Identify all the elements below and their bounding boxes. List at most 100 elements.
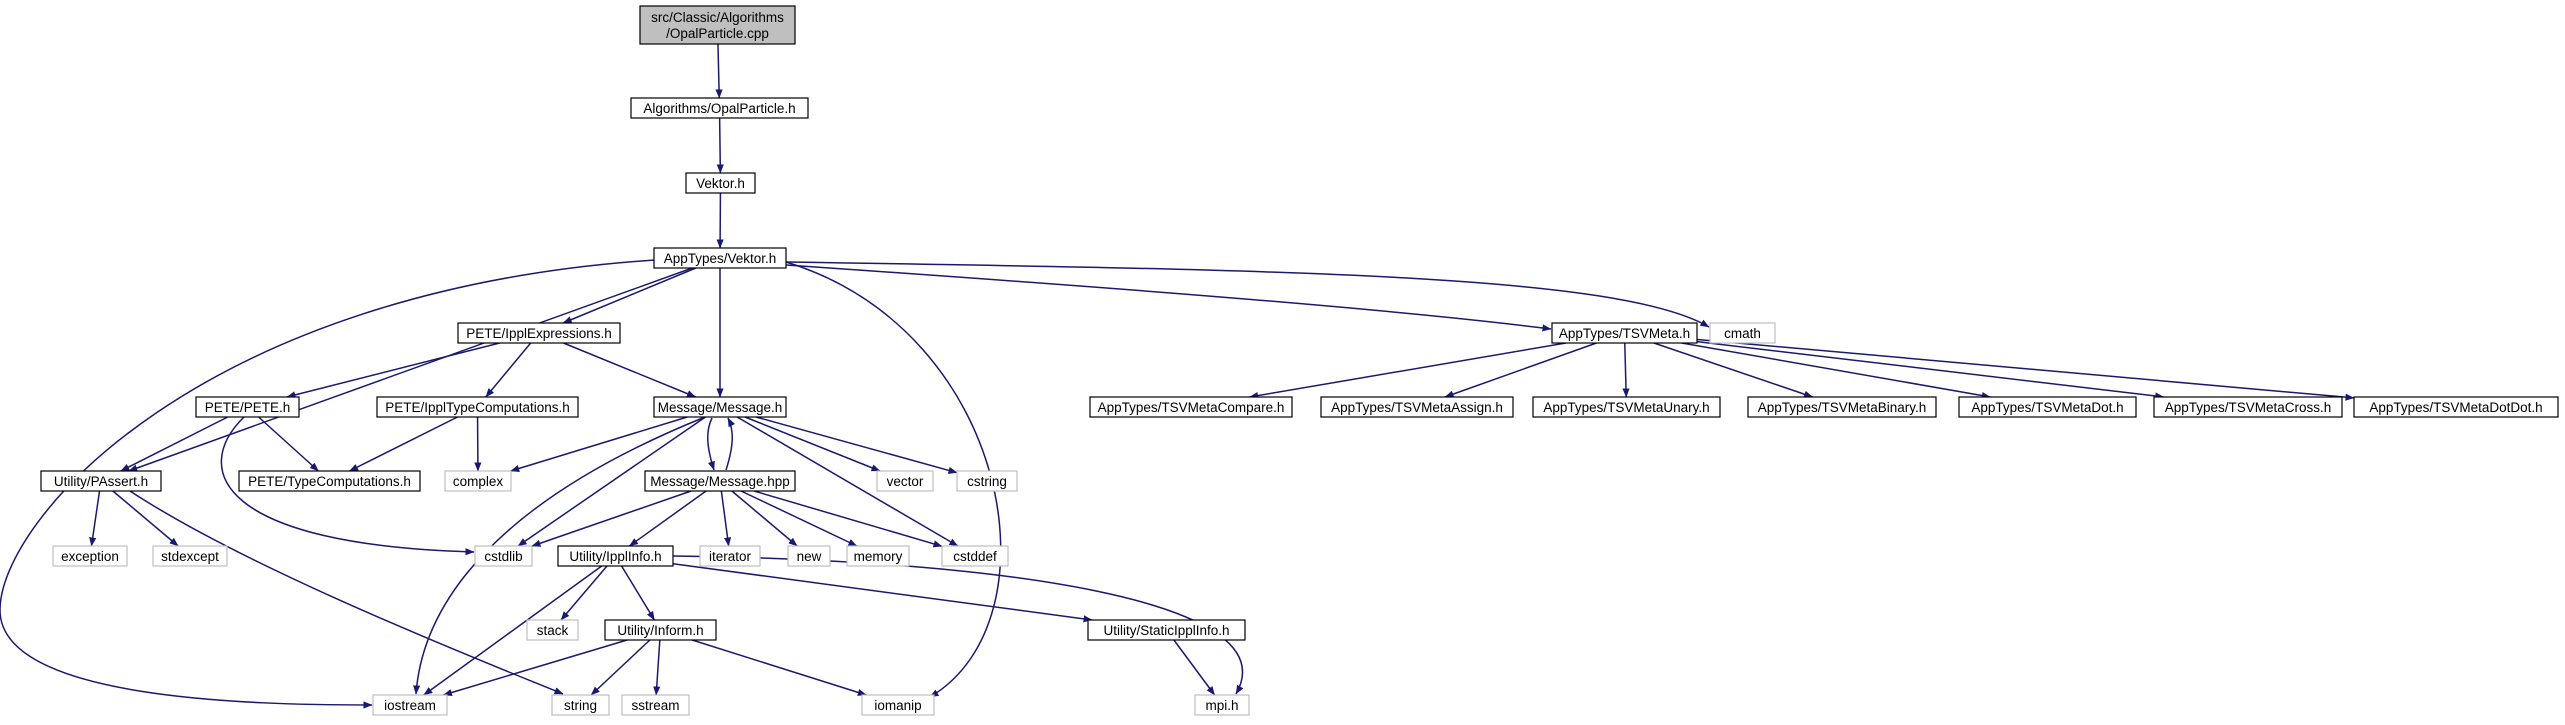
node-box [2153, 396, 2343, 418]
edge-utility-ipplinfo-h-to-utility-staticipplinfo-h [672, 562, 1093, 623]
edge-utility-passert-h-to-stdexcept [112, 490, 179, 547]
node-label: AppTypes/TSVMetaDot.h [1971, 400, 2123, 415]
node-label: AppTypes/TSVMetaCross.h [2165, 400, 2332, 415]
edge-utility-ipplinfo-h-to-utility-inform-h [620, 565, 656, 621]
node-utility-staticipplinfo-h[interactable]: Utility/StaticIpplInfo.h [1087, 619, 1246, 641]
edge-apptypes-vektor-h-to-iostream [0, 259, 656, 709]
node-cstddef: cstddef [941, 545, 1009, 567]
edge-message-message-h-to-vector [744, 416, 881, 472]
node-apptypes-tsvmeta-h[interactable]: AppTypes/TSVMeta.h [1551, 322, 1698, 344]
edge-pete-ippltypecomputations-h-to-pete-typecomputations-h [349, 416, 458, 472]
node-label: Utility/IpplInfo.h [569, 549, 661, 564]
node-label: AppTypes/Vektor.h [664, 251, 777, 266]
node-label: stack [537, 623, 569, 638]
node-label: /OpalParticle.cpp [666, 26, 769, 41]
node-utility-ipplinfo-h[interactable]: Utility/IpplInfo.h [557, 545, 674, 567]
node-apptypes-tsvmetabinary-h[interactable]: AppTypes/TSVMetaBinary.h [1747, 396, 1937, 418]
node-apptypes-tsvmetadotdot-h[interactable]: AppTypes/TSVMetaDotDot.h [2353, 396, 2559, 418]
node-label: Algorithms/OpalParticle.h [643, 101, 795, 116]
node-apptypes-tsvmetacross-h[interactable]: AppTypes/TSVMetaCross.h [2153, 396, 2343, 418]
node-utility-inform-h[interactable]: Utility/Inform.h [604, 619, 717, 641]
node-box [444, 470, 512, 492]
node-label: iostream [384, 698, 436, 713]
edge-apptypes-tsvmeta-h-to-apptypes-tsvmetacompare-h [1249, 342, 1567, 400]
node-box [551, 694, 610, 716]
node-label: AppTypes/TSVMetaAssign.h [1331, 400, 1503, 415]
node-box [861, 694, 935, 716]
node-box [195, 396, 300, 418]
node-utility-passert-h[interactable]: Utility/PAssert.h [40, 470, 162, 492]
node-message-message-h[interactable]: Message/Message.h [653, 396, 787, 418]
node-label: mpi.h [1205, 698, 1238, 713]
node-pete-ipplexpressions-h[interactable]: PETE/IpplExpressions.h [457, 322, 621, 344]
edge-message-message-h-to-iostream [413, 416, 706, 695]
edge-utility-inform-h-to-string [590, 639, 651, 696]
node-message-message-hpp[interactable]: Message/Message.hpp [644, 470, 796, 492]
node-vector: vector [876, 470, 934, 492]
edge-message-message-h-to-cstring [755, 416, 958, 474]
node-label: iomanip [874, 698, 921, 713]
node-box [1089, 396, 1293, 418]
node-label: PETE/IpplExpressions.h [466, 326, 612, 341]
node-apptypes-tsvmetaunary-h[interactable]: AppTypes/TSVMetaUnary.h [1532, 396, 1721, 418]
node-label: new [797, 549, 822, 564]
node-box [639, 5, 796, 45]
node-iomanip: iomanip [861, 694, 935, 716]
edge-pete-ipplexpressions-h-to-pete-pete-h [286, 342, 500, 399]
node-box [1958, 396, 2137, 418]
node-box [238, 470, 421, 492]
node-box [1532, 396, 1721, 418]
edge-message-message-hpp-to-utility-ipplinfo-h [628, 490, 707, 547]
node-exception: exception [52, 545, 128, 567]
edge-utility-passert-h-to-string [129, 490, 564, 695]
node-label: Vektor.h [696, 176, 745, 191]
node-apptypes-tsvmetacompare-h[interactable]: AppTypes/TSVMetaCompare.h [1089, 396, 1293, 418]
node-label: AppTypes/TSVMetaCompare.h [1098, 400, 1285, 415]
edge-apptypes-vektor-h-to-apptypes-tsvmeta-h [785, 264, 1552, 332]
edge-utility-inform-h-to-iomanip [691, 639, 867, 696]
node-complex: complex [444, 470, 512, 492]
node-layer: src/Classic/Algorithms/OpalParticle.cppA… [40, 5, 2559, 716]
node-box [526, 619, 579, 641]
node-label: src/Classic/Algorithms [651, 10, 784, 25]
node-label: AppTypes/TSVMetaUnary.h [1543, 400, 1709, 415]
node-iostream: iostream [372, 694, 448, 716]
node-box [630, 97, 809, 119]
node-iterator: iterator [699, 545, 761, 567]
edge-message-message-h-to-complex [510, 416, 688, 472]
node-root[interactable]: src/Classic/Algorithms/OpalParticle.cpp [639, 5, 796, 45]
node-box [1320, 396, 1514, 418]
node-pete-typecomputations-h[interactable]: PETE/TypeComputations.h [238, 470, 421, 492]
edge-message-message-hpp-to-cstdlib [531, 490, 692, 547]
node-sstream: sstream [621, 694, 690, 716]
node-vektor-h[interactable]: Vektor.h [685, 172, 756, 194]
edge-layer [0, 43, 2355, 709]
node-pete-ippltypecomputations-h[interactable]: PETE/IpplTypeComputations.h [376, 396, 579, 418]
node-label: Utility/Inform.h [617, 623, 703, 638]
node-label: PETE/IpplTypeComputations.h [385, 400, 570, 415]
node-box [557, 545, 674, 567]
node-box [40, 470, 162, 492]
node-box [376, 396, 579, 418]
node-box [604, 619, 717, 641]
node-box [1747, 396, 1937, 418]
node-box [372, 694, 448, 716]
node-box [699, 545, 761, 567]
node-box [474, 545, 533, 567]
node-box [1709, 322, 1776, 344]
node-label: PETE/TypeComputations.h [248, 474, 411, 489]
node-apptypes-tsvmetadot-h[interactable]: AppTypes/TSVMetaDot.h [1958, 396, 2137, 418]
edge-pete-ipplexpressions-h-to-message-message-h [563, 342, 696, 398]
node-apptypes-tsvmetaassign-h[interactable]: AppTypes/TSVMetaAssign.h [1320, 396, 1514, 418]
node-apptypes-vektor-h[interactable]: AppTypes/Vektor.h [653, 247, 787, 269]
node-box [644, 470, 796, 492]
node-algorithms-opalparticle-h[interactable]: Algorithms/OpalParticle.h [630, 97, 809, 119]
node-pete-pete-h[interactable]: PETE/PETE.h [195, 396, 300, 418]
node-label: AppTypes/TSVMeta.h [1559, 326, 1690, 341]
edge-apptypes-tsvmeta-h-to-apptypes-tsvmetaassign-h [1444, 342, 1597, 398]
edge-pete-pete-h-to-utility-passert-h [120, 416, 229, 472]
node-box [941, 545, 1009, 567]
node-string: string [551, 694, 610, 716]
edge-apptypes-tsvmeta-h-to-apptypes-tsvmetabinary-h [1653, 342, 1814, 398]
